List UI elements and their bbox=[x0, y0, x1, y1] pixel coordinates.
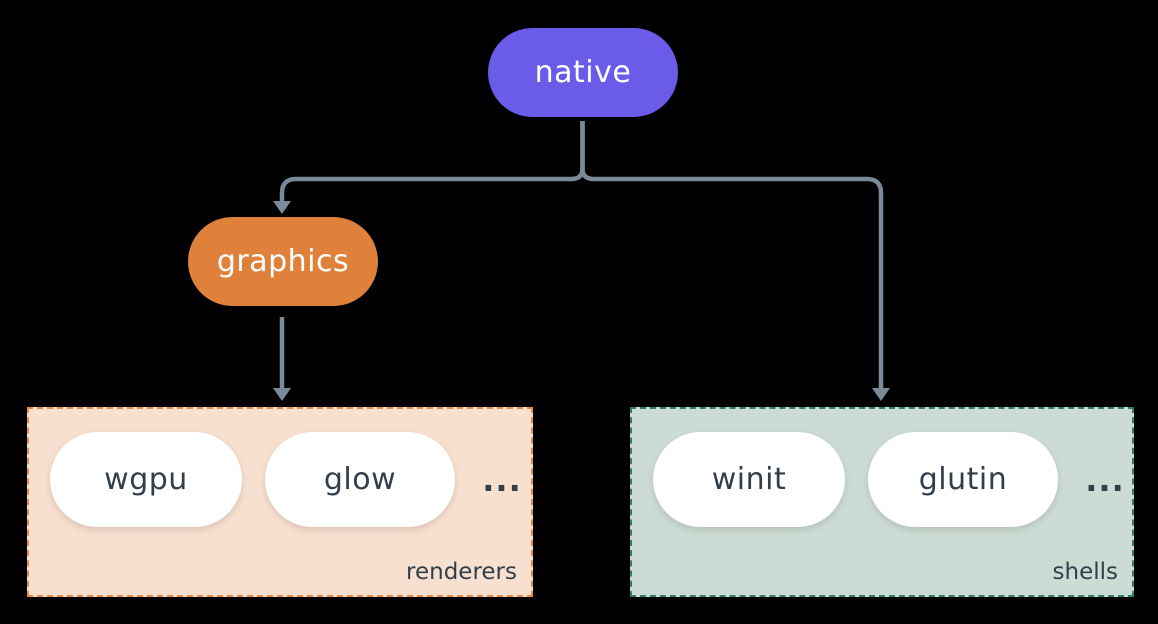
ellipsis-renderers: ... bbox=[482, 460, 522, 499]
arrowhead-renderers bbox=[273, 388, 291, 401]
node-graphics: graphics bbox=[188, 217, 378, 306]
node-glutin-label: glutin bbox=[918, 462, 1008, 497]
node-wgpu: wgpu bbox=[50, 432, 242, 527]
group-renderers: wgpu glow ... renderers bbox=[27, 407, 533, 597]
node-winit: winit bbox=[653, 432, 845, 527]
node-graphics-label: graphics bbox=[216, 244, 350, 279]
node-glow-label: glow bbox=[323, 462, 397, 497]
node-glow: glow bbox=[265, 432, 455, 527]
node-glutin: glutin bbox=[868, 432, 1058, 527]
node-native-label: native bbox=[534, 55, 632, 90]
group-label-shells: shells bbox=[1052, 559, 1118, 585]
arrowhead-graphics bbox=[273, 201, 291, 214]
node-wgpu-label: wgpu bbox=[104, 462, 188, 497]
edge-native-shells bbox=[580, 121, 884, 388]
node-native: native bbox=[488, 28, 678, 117]
edge-native-graphics bbox=[279, 121, 585, 201]
node-winit-label: winit bbox=[711, 462, 787, 497]
group-shells: winit glutin ... shells bbox=[630, 407, 1134, 597]
group-label-renderers: renderers bbox=[406, 559, 517, 585]
ellipsis-shells: ... bbox=[1085, 460, 1125, 499]
arrowhead-shells bbox=[872, 388, 890, 401]
